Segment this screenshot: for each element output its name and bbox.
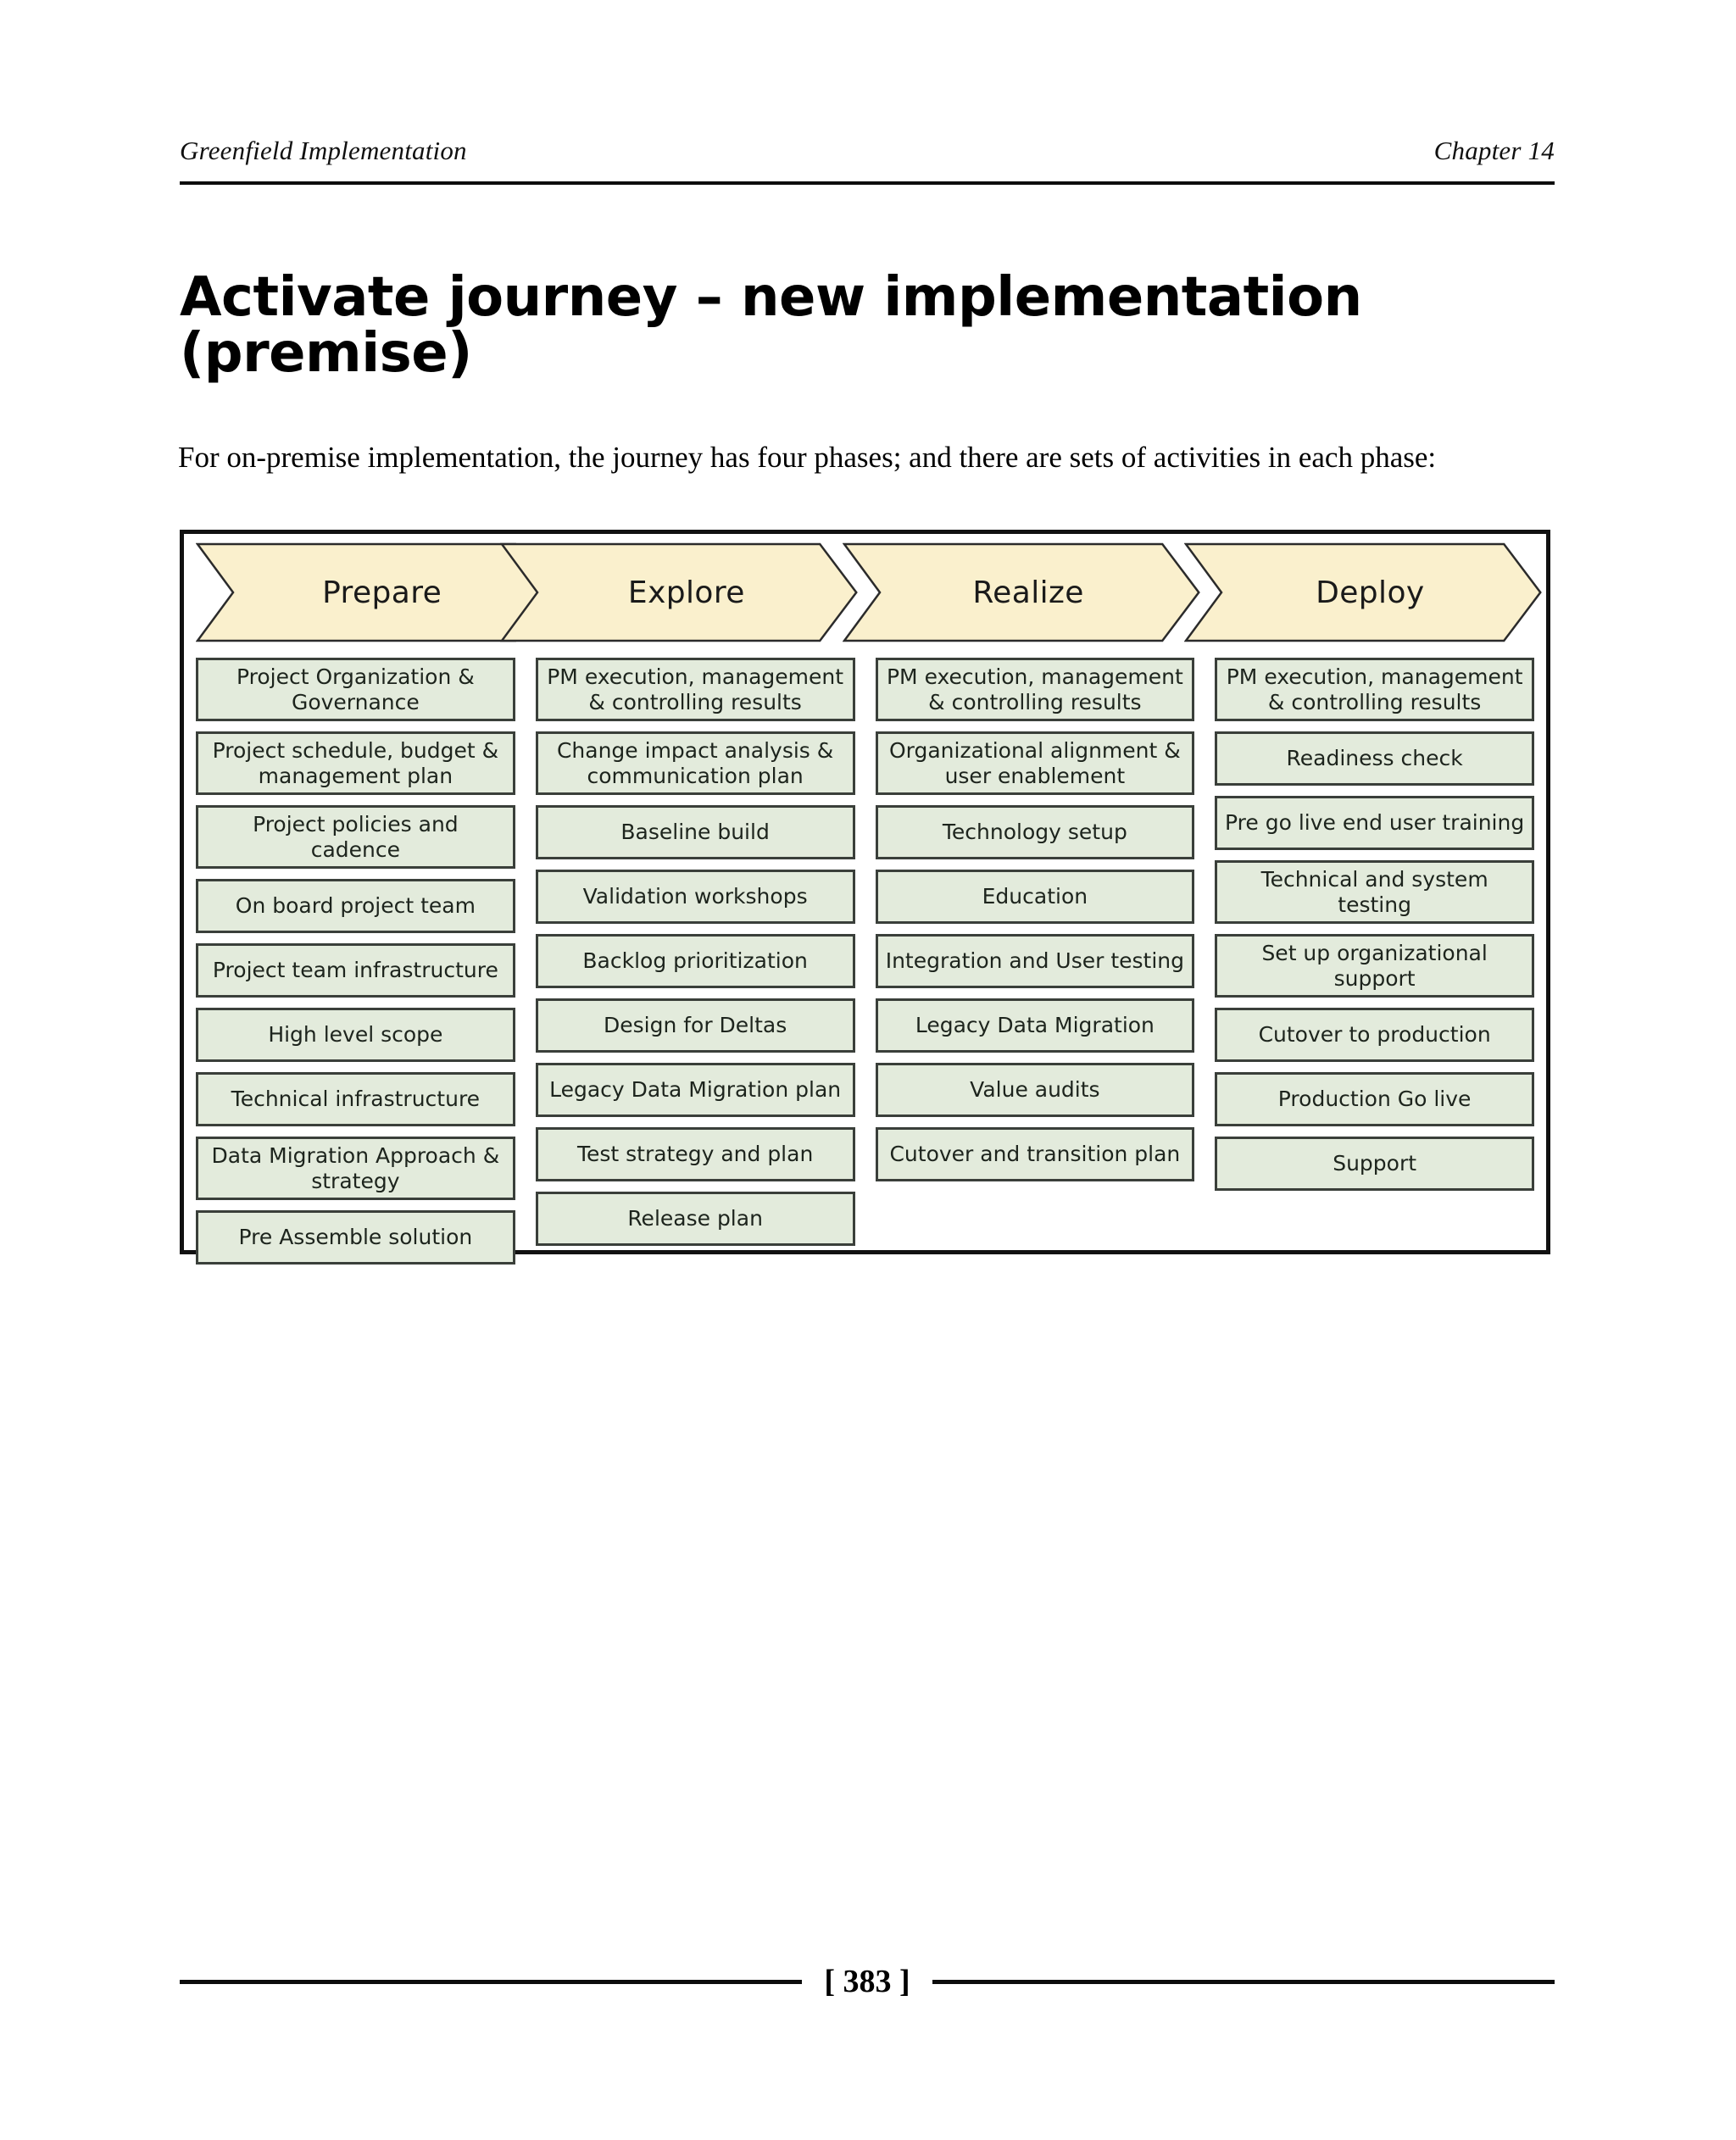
activity-cell[interactable]: Design for Deltas: [535, 998, 855, 1053]
activity-cell[interactable]: Legacy Data Migration plan: [535, 1063, 855, 1117]
phase-chevron-label: Deploy: [1316, 575, 1425, 610]
footer-rule-right: [932, 1979, 1555, 1984]
activity-column-explore: PM execution, management & controlling r…: [535, 658, 855, 1246]
activity-cell[interactable]: Test strategy and plan: [535, 1127, 855, 1181]
activity-cell[interactable]: Technical and system testing: [1215, 860, 1534, 924]
phase-chevron-label: Explore: [627, 575, 745, 610]
activity-cell[interactable]: Change impact analysis & communication p…: [535, 731, 855, 795]
activity-cell[interactable]: Project policies and cadence: [196, 805, 515, 869]
running-head-left: Greenfield Implementation: [180, 136, 467, 165]
activity-cell[interactable]: Integration and User testing: [875, 934, 1195, 988]
footer-rule-left: [180, 1979, 803, 1984]
activity-cell[interactable]: Project team infrastructure: [196, 943, 515, 998]
activity-cell[interactable]: Cutover and transition plan: [875, 1127, 1195, 1181]
activity-cell[interactable]: Backlog prioritization: [535, 934, 855, 988]
intro-paragraph: For on-premise implementation, the journ…: [178, 441, 1437, 474]
activity-cell[interactable]: Data Migration Approach & strategy: [196, 1137, 515, 1200]
page-number: [ 383 ]: [824, 1964, 910, 1999]
chevron-shape: [500, 542, 859, 642]
activity-cell[interactable]: On board project team: [196, 879, 515, 933]
chevron-shape: [842, 542, 1200, 642]
page-footer: [ 383 ]: [180, 1963, 1555, 2000]
phase-chevron-label: Prepare: [322, 575, 442, 610]
activity-cell[interactable]: Legacy Data Migration: [875, 998, 1195, 1053]
activity-cell[interactable]: Project schedule, budget & management pl…: [196, 731, 515, 795]
activity-cell[interactable]: High level scope: [196, 1008, 515, 1062]
activity-cell[interactable]: Cutover to production: [1215, 1008, 1534, 1062]
activity-cell[interactable]: Organizational alignment & user enableme…: [875, 731, 1195, 795]
activate-journey-diagram: Prepare Explore Realize Deploy Project Orga…: [180, 530, 1550, 1265]
activity-cell[interactable]: Technology setup: [875, 805, 1195, 859]
activity-cell[interactable]: Baseline build: [535, 805, 855, 859]
activity-cell[interactable]: Support: [1215, 1137, 1534, 1191]
phase-chevron-label: Realize: [972, 575, 1084, 610]
running-head-right: Chapter 14: [1433, 136, 1555, 165]
activity-cell[interactable]: PM execution, management & controlling r…: [875, 658, 1195, 721]
running-head: Greenfield Implementation Chapter 14: [180, 136, 1555, 166]
phase-chevron-explore[interactable]: Explore: [500, 542, 859, 642]
activity-cell[interactable]: Technical infrastructure: [196, 1072, 515, 1126]
activity-cell[interactable]: Project Organization & Governance: [196, 658, 515, 721]
activity-cell[interactable]: PM execution, management & controlling r…: [1215, 658, 1534, 721]
activity-cell[interactable]: Pre go live end user training: [1215, 796, 1534, 850]
chevron-shape: [1183, 542, 1542, 642]
activity-cell[interactable]: PM execution, management & controlling r…: [535, 658, 855, 721]
activity-cell[interactable]: Value audits: [875, 1063, 1195, 1117]
phase-chevron-realize[interactable]: Realize: [842, 542, 1201, 642]
activity-cell[interactable]: Release plan: [535, 1192, 855, 1246]
activity-column-realize: PM execution, management & controlling r…: [875, 658, 1195, 1181]
activity-column-deploy: PM execution, management & controlling r…: [1215, 658, 1534, 1191]
activity-cell[interactable]: Pre Assemble solution: [196, 1210, 515, 1265]
phase-chevron-deploy[interactable]: Deploy: [1183, 542, 1543, 642]
page-title: Activate journey – new implementation (p…: [180, 265, 1362, 385]
phase-chevron-band: Prepare Explore Realize Deploy: [196, 542, 1542, 642]
activity-cell[interactable]: Validation workshops: [535, 870, 855, 924]
header-rule: [180, 181, 1555, 185]
activity-cell[interactable]: Production Go live: [1215, 1072, 1534, 1126]
activity-cell[interactable]: Education: [875, 870, 1195, 924]
activity-cell[interactable]: Set up organizational support: [1215, 934, 1534, 998]
activity-cell[interactable]: Readiness check: [1215, 731, 1534, 786]
